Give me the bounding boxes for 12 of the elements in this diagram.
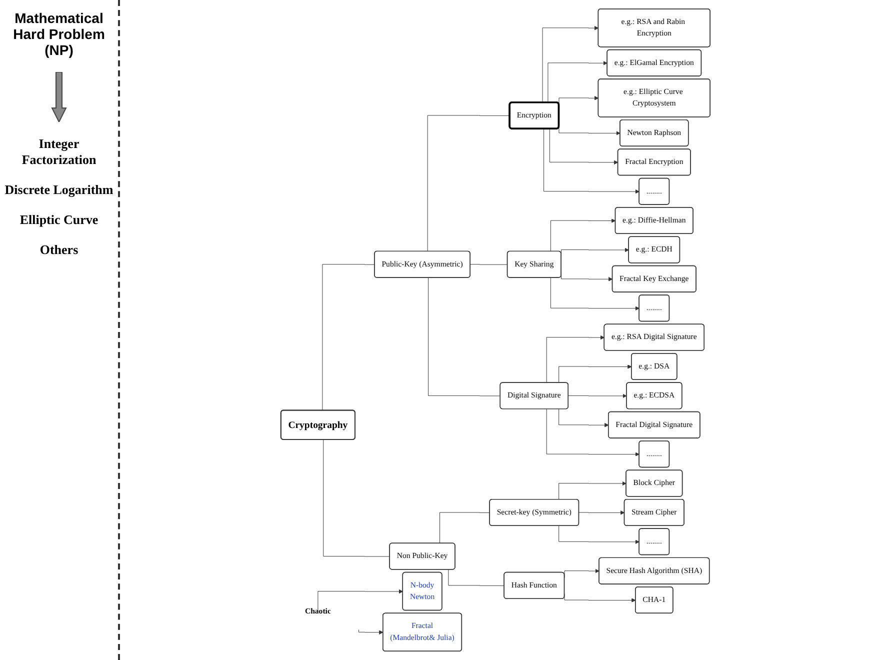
connector bbox=[427, 115, 510, 252]
connector bbox=[470, 264, 508, 265]
row-label: Integer Factorization bbox=[20, 136, 98, 168]
connector bbox=[440, 512, 490, 544]
connector bbox=[323, 439, 390, 557]
connector bbox=[322, 264, 375, 411]
row-label: Discrete Logarithm bbox=[4, 182, 114, 198]
row-label: Elliptic Curve bbox=[18, 212, 100, 228]
axis-title: Mathematical Hard Problem (NP) bbox=[12, 10, 106, 58]
row-label: Others bbox=[38, 242, 80, 258]
connector bbox=[428, 277, 501, 396]
connector bbox=[448, 569, 505, 586]
